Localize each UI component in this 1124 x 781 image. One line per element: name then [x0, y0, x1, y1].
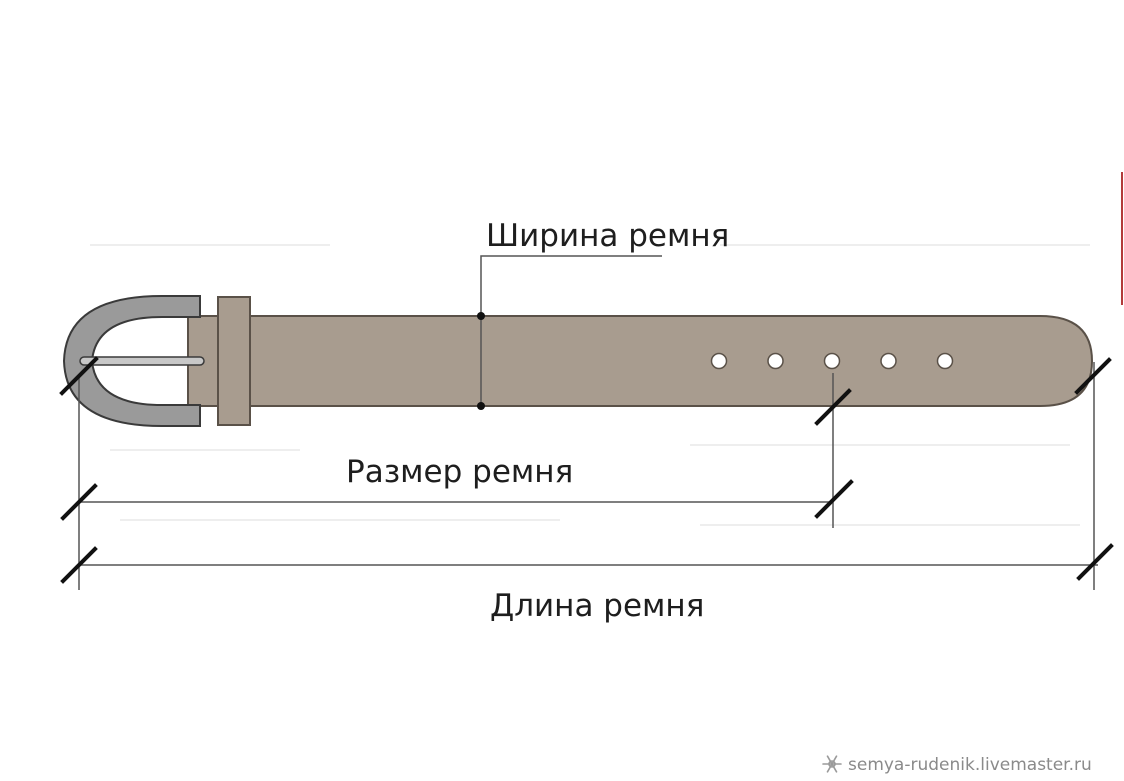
background-ghost-lines — [90, 244, 1090, 526]
belt-hole — [823, 352, 841, 370]
belt-hole — [710, 352, 728, 370]
size-dimension: Размер ремня — [79, 454, 833, 503]
belt — [62, 295, 1094, 427]
buckle-prong — [79, 356, 205, 366]
belt-holes — [710, 352, 954, 370]
size-label: Размер ремня — [346, 454, 573, 490]
belt-hole — [880, 352, 897, 370]
watermark-text: semya-rudenik.livemaster.ru — [848, 755, 1092, 775]
width-label: Ширина ремня — [486, 218, 729, 254]
width-top-dot — [477, 312, 485, 320]
belt-strap — [187, 315, 1094, 407]
width-bottom-dot — [477, 402, 485, 410]
length-dimension: Длина ремня — [79, 564, 1098, 624]
tick-size-hole — [814, 388, 852, 426]
belt-hole — [767, 352, 784, 370]
tick-tip — [1074, 357, 1112, 395]
belt-hole — [936, 352, 954, 370]
tick-length-start — [60, 546, 98, 584]
tick-marks — [59, 356, 1114, 584]
tick-size-end — [814, 479, 854, 519]
width-dimension: Ширина ремня — [477, 218, 729, 410]
length-label: Длина ремня — [490, 588, 704, 624]
buckle-frame — [62, 295, 201, 427]
belt-keeper — [217, 296, 251, 426]
snowflake-icon — [822, 755, 842, 773]
tick-size-start — [60, 483, 98, 521]
width-leader-line — [480, 255, 662, 406]
tick-length-end — [1076, 543, 1114, 581]
watermark: semya-rudenik.livemaster.ru — [822, 755, 1092, 775]
tick-buckle-end — [59, 356, 99, 396]
